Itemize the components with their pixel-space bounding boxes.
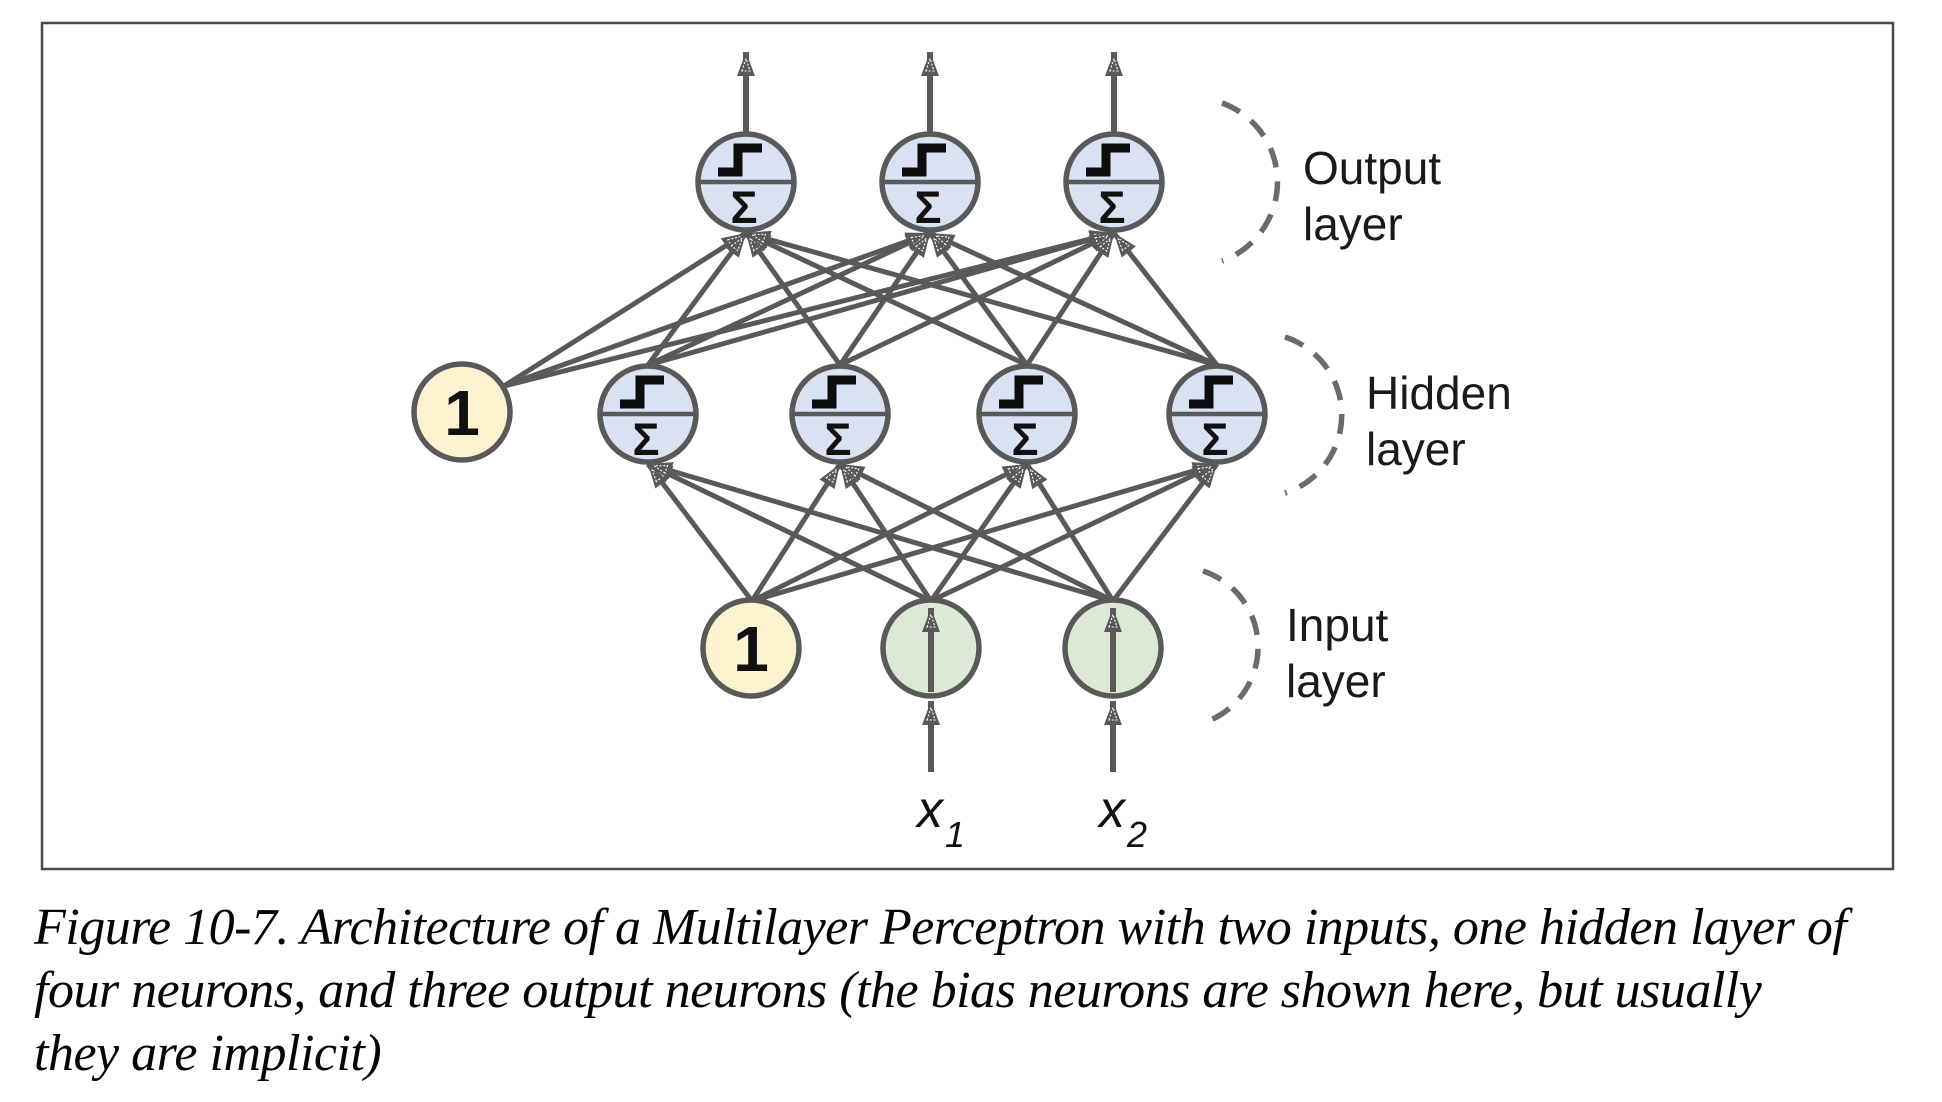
output-neuron: Σ (879, 131, 981, 233)
caption-line: Figure 10-7. Architecture of a Multilaye… (34, 899, 1847, 956)
output-neuron: Σ (1063, 131, 1165, 233)
output-layer-bracket (1221, 100, 1281, 264)
output-neuron: Σ (695, 131, 797, 233)
hidden-neuron: Σ (1166, 363, 1268, 465)
mlp-diagram: Σ Σ Σ 1 Σ Σ (40, 21, 1895, 871)
bias-value: 1 (444, 377, 480, 449)
hidden-layer-label-line2: layer (1366, 423, 1466, 475)
input-to-hidden-connections (646, 461, 1219, 604)
input-x1-label: x (914, 781, 945, 839)
sum-symbol: Σ (1201, 414, 1228, 465)
sum-symbol: Σ (632, 414, 659, 465)
input-layer: 1 (700, 597, 1164, 699)
figure-border (40, 21, 1895, 871)
input-neuron (1062, 597, 1164, 699)
input-x1-subscript: 1 (945, 814, 965, 855)
step-activation-icon (812, 375, 856, 409)
input-neuron (880, 597, 982, 699)
step-activation-icon (718, 143, 762, 177)
hidden-neuron: Σ (789, 363, 891, 465)
hidden-layer-label-line1: Hidden (1366, 367, 1512, 419)
hidden-layer: 1 Σ Σ Σ Σ (411, 361, 1268, 465)
input-layer-bracket (1202, 568, 1261, 726)
step-activation-icon (620, 375, 664, 409)
layer-labels: Output layer Hidden layer Input layer (1286, 142, 1512, 707)
input-x2-label: x (1096, 781, 1127, 839)
caption-line: four neurons, and three output neurons (… (34, 962, 1762, 1019)
output-layer-label-line1: Output (1303, 142, 1441, 194)
bias-value: 1 (733, 613, 769, 685)
step-activation-icon (1189, 375, 1233, 409)
input-variable-labels: x 1 x 2 (914, 781, 1147, 855)
hidden-layer-bracket (1284, 334, 1345, 496)
hidden-to-output-connections (502, 230, 1219, 389)
bias-neuron-hidden: 1 (411, 361, 513, 463)
step-activation-icon (1086, 143, 1130, 177)
sum-symbol: Σ (730, 182, 757, 233)
sum-symbol: Σ (914, 182, 941, 233)
sum-symbol: Σ (1098, 182, 1125, 233)
sum-symbol: Σ (824, 414, 851, 465)
caption-line: they are implicit) (34, 1025, 382, 1082)
step-activation-icon (902, 143, 946, 177)
output-arrows (737, 52, 1123, 133)
sum-symbol: Σ (1011, 414, 1038, 465)
bias-neuron-input: 1 (700, 597, 802, 699)
output-layer: Σ Σ Σ (695, 131, 1165, 233)
step-activation-icon (999, 375, 1043, 409)
hidden-neuron: Σ (976, 363, 1078, 465)
figure-caption: Figure 10-7. Architecture of a Multilaye… (34, 896, 1847, 1085)
output-layer-label-line2: layer (1303, 198, 1403, 250)
input-layer-label-line2: layer (1286, 655, 1386, 707)
input-layer-label-line1: Input (1286, 599, 1389, 651)
input-x2-subscript: 2 (1126, 814, 1147, 855)
input-arrows (922, 701, 1122, 772)
hidden-neuron: Σ (597, 363, 699, 465)
